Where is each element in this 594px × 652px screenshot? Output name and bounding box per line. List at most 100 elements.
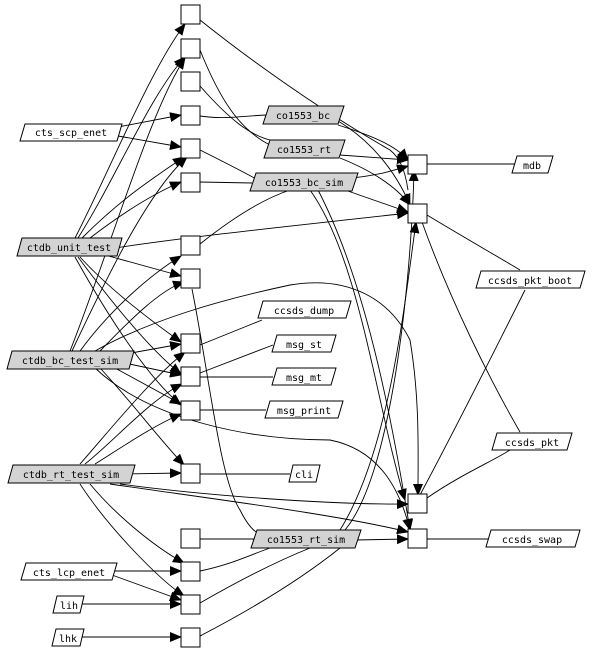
edge	[114, 367, 182, 405]
junction-box	[407, 203, 428, 224]
junction-box	[180, 561, 201, 582]
edge	[104, 254, 182, 278]
junction-box	[407, 154, 428, 175]
node-label: co1553_rt_sim	[267, 535, 345, 546]
node-label: co1553_rt	[277, 145, 331, 156]
node-shape	[511, 155, 554, 174]
edge	[199, 49, 271, 146]
edge	[79, 351, 186, 465]
junction-box	[180, 594, 201, 615]
edge	[191, 288, 266, 536]
node-shape	[250, 529, 362, 549]
edge	[426, 449, 511, 499]
edge	[69, 57, 186, 352]
edge	[109, 483, 409, 535]
edge	[71, 156, 188, 352]
edge	[199, 114, 271, 118]
edge	[354, 534, 409, 545]
junction-box	[180, 333, 201, 354]
edge	[344, 169, 419, 531]
junction-box	[180, 627, 201, 648]
edge	[199, 547, 341, 637]
edge	[419, 289, 526, 496]
node-ccsds-pkt: ccsds_pkt	[491, 432, 573, 451]
node-label: lhk	[59, 634, 77, 645]
node-mdb: mdb	[511, 155, 554, 174]
node-label: ccsds_pkt	[505, 438, 559, 449]
node-shape	[264, 400, 344, 419]
node-label: ctdb_bc_test_sim	[22, 356, 118, 367]
edge	[199, 149, 259, 181]
node-shape	[16, 237, 123, 257]
edge	[99, 280, 185, 352]
node-cts-lcp-enet: cts_lcp_enet	[20, 562, 118, 581]
edge	[114, 209, 409, 249]
edge	[199, 344, 274, 374]
edge	[339, 154, 409, 165]
edge	[337, 124, 409, 161]
junction-box	[180, 528, 201, 549]
edge	[99, 367, 185, 466]
junction-box	[407, 493, 428, 514]
edge	[79, 483, 185, 597]
node-cts-scp-enet: cts_scp_enet	[19, 123, 123, 142]
node-ctdb-bc-test-sim: ctdb_bc_test_sim	[6, 350, 135, 370]
edge	[421, 221, 521, 433]
edge	[79, 255, 182, 352]
junction-box	[180, 4, 201, 25]
node-shape	[263, 139, 346, 159]
edge	[317, 189, 414, 531]
edge	[309, 189, 407, 501]
node-label: ccsds_swap	[502, 535, 562, 546]
edge	[77, 56, 186, 239]
junction-box	[180, 172, 201, 193]
node-msg-mt: msg_mt	[271, 367, 337, 386]
edge	[199, 547, 311, 604]
edge	[199, 319, 263, 346]
junction-box	[180, 138, 201, 159]
junction-box	[180, 366, 201, 387]
edge	[94, 413, 182, 465]
node-co1553-rt-sim: co1553_rt_sim	[250, 529, 362, 549]
node-label: co1553_bc_sim	[265, 178, 343, 189]
node-shape	[257, 300, 352, 319]
edge	[199, 547, 271, 572]
node-ctdb-rt-test-sim: ctdb_rt_test_sim	[7, 464, 136, 484]
edge	[89, 483, 185, 564]
node-shape	[7, 464, 136, 484]
junction-box	[180, 71, 201, 92]
edge	[117, 135, 182, 151]
junction-box	[407, 528, 428, 549]
junction-box	[180, 463, 201, 484]
edge	[119, 483, 409, 510]
node-lhk: lhk	[51, 628, 85, 647]
edge	[94, 282, 424, 496]
junction-box	[180, 105, 201, 126]
node-shape	[271, 367, 337, 386]
edge	[199, 85, 271, 141]
edge	[117, 112, 182, 128]
node-lih: lih	[52, 595, 85, 614]
node-shape	[262, 105, 345, 125]
edge	[89, 181, 182, 239]
edge	[426, 214, 521, 271]
node-label: msg_print	[277, 406, 331, 417]
node-label: co1553_bc	[276, 111, 330, 122]
node-msg-st: msg_st	[271, 334, 337, 353]
edges	[69, 19, 526, 642]
node-ctdb-unit-test: ctdb_unit_test	[16, 237, 123, 257]
node-label: msg_st	[286, 340, 322, 351]
node-shape	[491, 432, 573, 451]
edge	[111, 574, 182, 601]
junction-box	[180, 235, 201, 256]
node-label: msg_mt	[286, 373, 322, 384]
edge	[339, 157, 411, 206]
node-label: ccsds_dump	[274, 306, 334, 317]
edge	[79, 256, 182, 343]
node-label: ctdb_unit_test	[27, 243, 111, 254]
node-co1553-rt: co1553_rt	[263, 139, 346, 159]
edge	[81, 156, 185, 239]
node-msg-print: msg_print	[264, 400, 344, 419]
edge	[94, 367, 413, 531]
edge	[344, 189, 409, 214]
